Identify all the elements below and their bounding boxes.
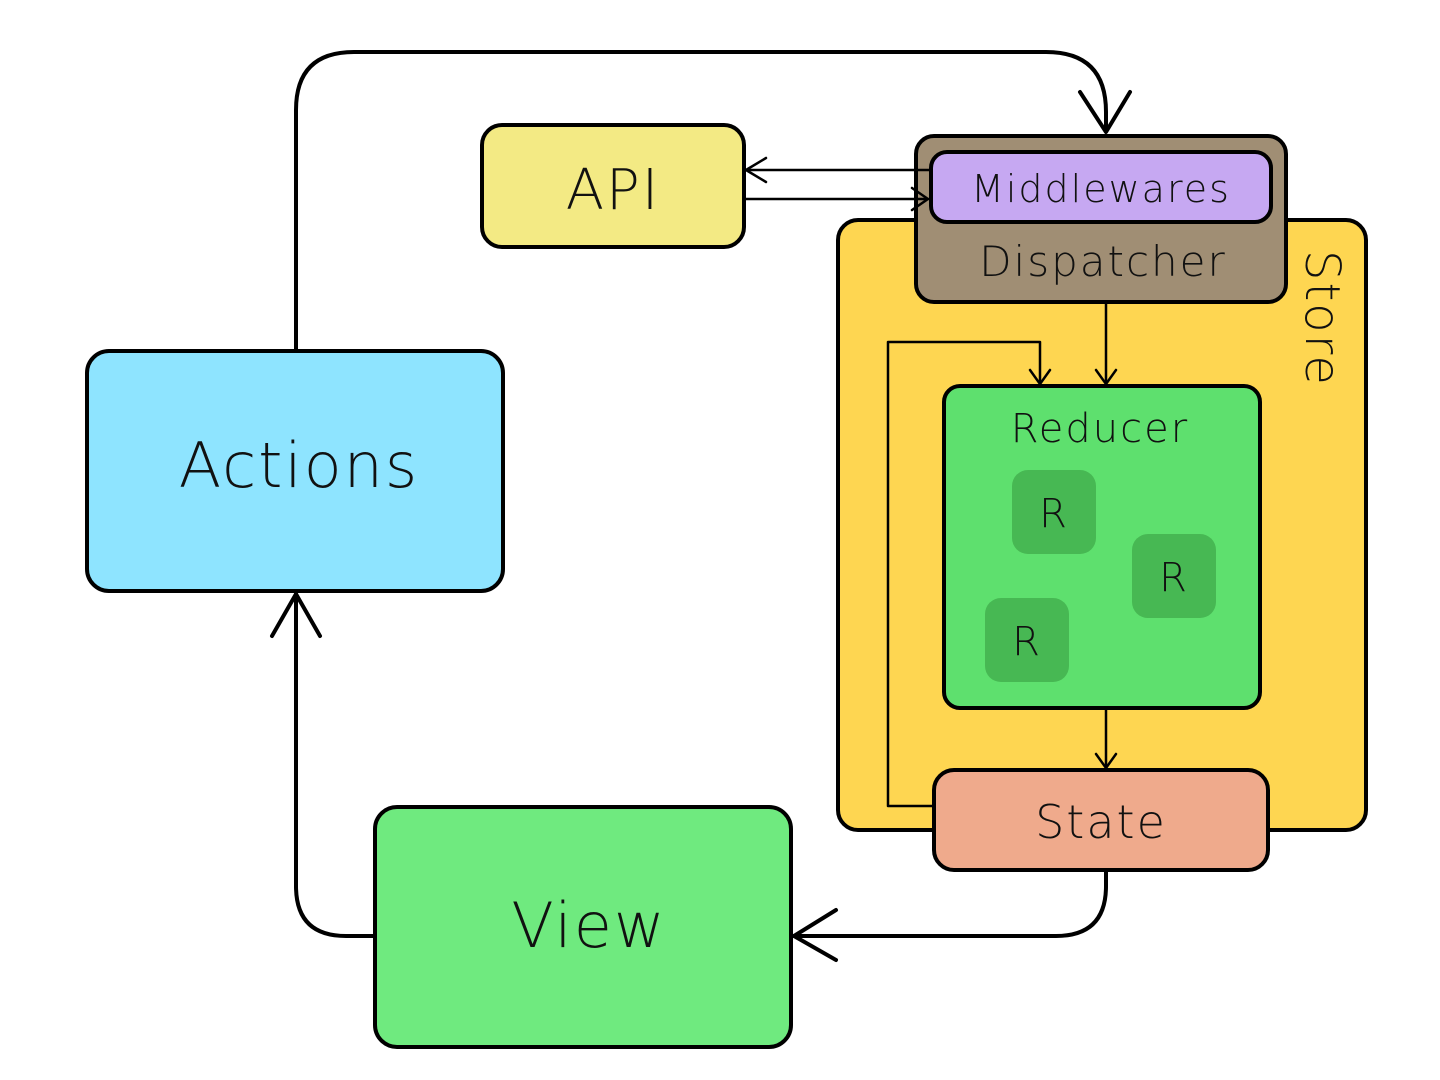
reducer-item: R xyxy=(1132,534,1216,618)
svg-text:R: R xyxy=(1159,555,1189,601)
reducer-label: Reducer xyxy=(1011,406,1189,452)
view-box xyxy=(373,805,793,1049)
store-label: Store xyxy=(1294,250,1350,387)
state-box xyxy=(932,768,1270,872)
svg-text:R: R xyxy=(1012,619,1042,665)
actions-to-dispatcher-connector xyxy=(294,50,1108,353)
state-to-view-connector xyxy=(792,868,1108,938)
state-to-view-arrowhead xyxy=(792,908,838,962)
state-label: State xyxy=(1035,795,1167,849)
actions-to-dispatcher-arrowhead xyxy=(1078,90,1132,134)
view-to-actions-connector xyxy=(294,592,377,938)
actions-label: Actions xyxy=(179,429,419,502)
view-label: View xyxy=(511,889,666,962)
view-to-actions-arrowhead xyxy=(270,592,322,638)
svg-text:R: R xyxy=(1039,491,1069,537)
middlewares-label: Middlewares xyxy=(971,167,1231,211)
api-label: API xyxy=(566,158,661,223)
dispatcher-label: Dispatcher xyxy=(979,237,1227,286)
api-to-middlewares-arrowhead xyxy=(910,186,930,212)
state-to-reducer-connector xyxy=(886,340,1042,808)
middlewares-to-api-arrowhead xyxy=(744,156,768,184)
reducer-item: R xyxy=(1012,470,1096,554)
middlewares-box xyxy=(929,150,1273,224)
reducer-item: R xyxy=(985,598,1069,682)
api-box xyxy=(480,123,746,249)
